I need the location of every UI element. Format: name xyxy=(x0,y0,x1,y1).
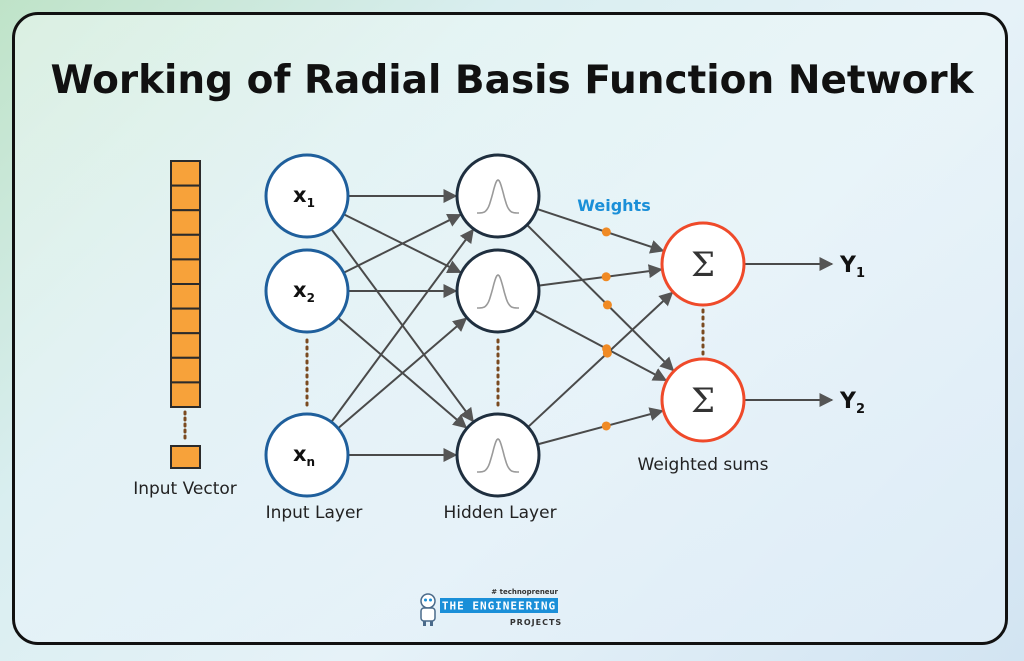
input-vector-cell xyxy=(170,258,201,285)
logo-banner xyxy=(440,598,558,613)
sum-node xyxy=(660,357,746,443)
input-vector xyxy=(170,160,201,469)
input-vector-cell xyxy=(170,209,201,236)
weighted-sums-label: Weighted sums xyxy=(638,455,769,475)
hidden-output-edge xyxy=(533,309,668,382)
gaussian-curve-icon xyxy=(477,179,519,214)
hidden-node xyxy=(455,248,541,334)
input-node xyxy=(264,248,350,334)
hidden-layer-nodes xyxy=(455,153,541,498)
input-vector-label: Input Vector xyxy=(133,479,237,499)
hidden-layer-label: Hidden Layer xyxy=(443,503,556,523)
hidden-output-edge xyxy=(526,224,675,372)
input-vector-cell xyxy=(170,184,201,212)
weight-dot xyxy=(601,272,611,282)
gaussian-curve-icon xyxy=(477,438,519,473)
input-node xyxy=(264,153,350,239)
input-node xyxy=(264,412,350,498)
robot-mascot-icon xyxy=(420,593,436,626)
output-layer-nodes: ΣΣ xyxy=(660,221,746,443)
sum-node xyxy=(660,221,746,307)
hidden-output-edge xyxy=(536,207,665,254)
input-vector-cell xyxy=(170,233,201,261)
logo-sub: PROJECTS xyxy=(510,618,562,627)
page-title: Working of Radial Basis Function Network xyxy=(50,58,974,103)
output-label: Y1 xyxy=(839,253,865,281)
hidden-node xyxy=(455,153,541,239)
logo-tagline: # technopreneur xyxy=(491,588,558,596)
weight-dot xyxy=(602,300,612,310)
input-hidden-edge xyxy=(330,228,474,423)
input-vector-cell xyxy=(170,307,201,335)
input-hidden-edge xyxy=(337,317,468,430)
input-vector-cell xyxy=(170,160,201,187)
weight-dots xyxy=(601,227,612,431)
logo: # technopreneur THE ENGINEERING PROJECTS xyxy=(420,588,562,627)
input-vector-cell xyxy=(170,332,201,359)
hidden-output-edge xyxy=(537,407,664,446)
hidden-output-edge xyxy=(538,264,663,287)
sigma-symbol: Σ xyxy=(691,245,715,285)
weight-dot xyxy=(601,421,611,431)
input-vector-cell xyxy=(170,445,201,469)
hidden-node xyxy=(455,412,541,498)
input-vector-cell xyxy=(170,283,201,310)
input-layer-label: Input Layer xyxy=(266,503,363,523)
input-vector-cell xyxy=(170,356,201,384)
input-vector-cell xyxy=(170,381,201,408)
weight-dot xyxy=(602,348,612,358)
weight-dot xyxy=(601,227,611,237)
logo-name: THE ENGINEERING xyxy=(442,600,556,613)
gaussian-curve-icon xyxy=(477,274,519,309)
input-hidden-edge xyxy=(343,213,462,274)
output-label: Y2 xyxy=(839,389,865,417)
weights-label: Weights xyxy=(577,196,650,215)
hidden-output-edge xyxy=(527,291,674,428)
sigma-symbol: Σ xyxy=(691,381,715,421)
